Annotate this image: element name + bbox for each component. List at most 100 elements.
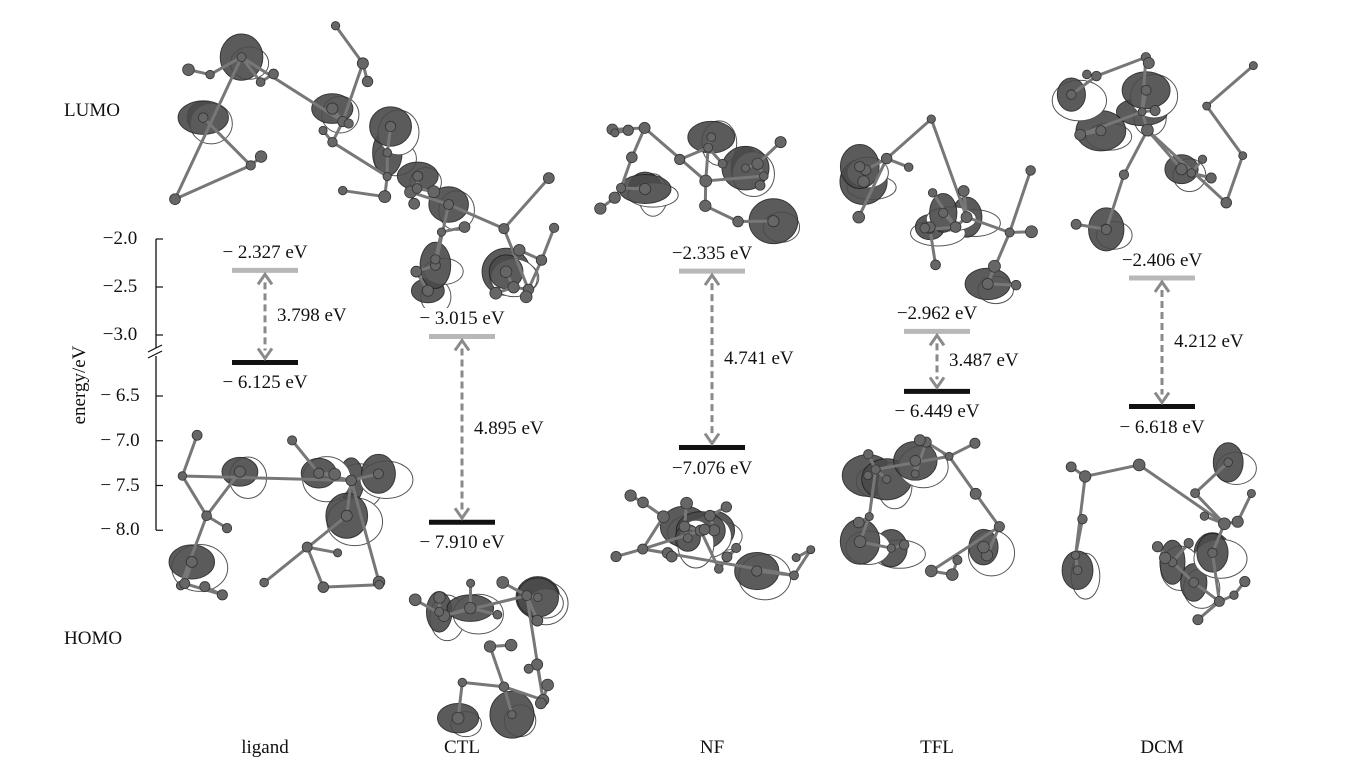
y-tick-label: − 7.5: [100, 474, 140, 496]
bond: [1194, 492, 1226, 525]
atom-icon: [1218, 517, 1231, 531]
atom-icon: [927, 188, 938, 198]
atom-icon: [287, 435, 298, 446]
bond: [334, 24, 365, 65]
bond: [929, 118, 968, 218]
atom-icon: [880, 152, 893, 165]
atom-icon: [791, 553, 801, 563]
atom-icon: [356, 57, 369, 70]
bond: [1210, 552, 1221, 602]
atom-icon: [191, 429, 203, 441]
atom-icon: [638, 122, 651, 134]
atom-icon: [1140, 84, 1152, 96]
atom-icon: [1072, 565, 1083, 576]
bond: [1104, 174, 1126, 230]
bond: [182, 474, 352, 482]
atom-icon: [534, 697, 547, 710]
atom-icon: [1142, 57, 1155, 69]
bond: [1122, 129, 1149, 176]
atom-icon: [457, 677, 468, 688]
bond: [1084, 463, 1140, 478]
y-tick-label: − 8.0: [100, 519, 140, 541]
atom-icon: [767, 215, 780, 228]
atom-icon: [373, 468, 384, 480]
bond: [857, 157, 889, 218]
y-tick-label: −2.0: [102, 228, 138, 249]
atom-icon: [960, 211, 973, 224]
atom-icon: [513, 243, 526, 257]
arrow-head-up-icon: [928, 332, 946, 347]
atom-icon: [410, 265, 423, 278]
atom-icon: [338, 185, 348, 196]
atom-icon: [1159, 551, 1172, 564]
bond: [928, 229, 938, 266]
bond: [1194, 461, 1230, 495]
atom-icon: [492, 609, 503, 620]
bond: [699, 529, 721, 570]
molecule-DCM-lumo-orbital: [1051, 52, 1258, 252]
atom-icon: [221, 523, 233, 534]
homo-energy-label: − 6.618 eV: [1119, 416, 1205, 439]
atom-icon: [1192, 614, 1204, 626]
bond: [331, 140, 388, 178]
bond: [913, 441, 928, 475]
molecule-name-label: NF: [699, 737, 725, 758]
atom-icon: [1229, 590, 1239, 600]
atom-icon: [751, 565, 763, 577]
atom-icon: [255, 77, 266, 87]
y-tick-label: −3.0: [102, 324, 138, 345]
atom-icon: [1197, 154, 1208, 164]
atom-icon: [504, 638, 518, 652]
atom-icon: [533, 592, 543, 603]
molecule-TFL-homo-orbital: [839, 434, 1016, 581]
atom-icon: [430, 254, 441, 265]
atom-icon: [1025, 225, 1038, 239]
molecule-CTL-lumo-orbital: [396, 161, 560, 315]
atom-icon: [639, 182, 652, 196]
atom-icon: [919, 222, 931, 234]
atom-icon: [498, 223, 510, 235]
atom-icon: [993, 521, 1005, 533]
atom-icon: [610, 128, 620, 138]
atom-icon: [680, 496, 693, 510]
bond: [448, 203, 505, 231]
bond: [974, 492, 1001, 528]
atom-icon: [608, 191, 621, 204]
atom-icon: [674, 153, 686, 166]
atom-icon: [1077, 513, 1088, 525]
atom-icon: [774, 136, 787, 149]
atom-icon: [731, 542, 742, 553]
atom-icon: [1202, 101, 1212, 111]
lumo-energy-label: −2.962 eV: [896, 303, 978, 326]
atom-icon: [535, 254, 548, 266]
atom-icon: [434, 606, 445, 617]
molecule-TFL-lumo-orbital: [839, 114, 1038, 305]
bond: [205, 470, 242, 517]
atom-icon: [531, 614, 544, 627]
molecule-name-label: TFL: [920, 737, 954, 758]
atom-icon: [185, 556, 198, 568]
atom-icon: [944, 451, 954, 461]
atom-icon: [205, 69, 215, 80]
atom-icon: [1071, 550, 1081, 560]
atom-icon: [1078, 470, 1092, 483]
bond: [1146, 129, 1183, 171]
atom-icon: [1004, 227, 1015, 238]
atom-icon: [1082, 69, 1092, 80]
atom-icon: [957, 185, 970, 197]
bond: [1095, 55, 1147, 78]
atom-icon: [201, 510, 212, 522]
bond: [305, 546, 325, 588]
atom-icon: [626, 151, 638, 164]
atom-icon: [903, 162, 914, 172]
atom-icon: [909, 455, 922, 467]
atom-icon: [751, 157, 764, 170]
atom-icon: [411, 183, 423, 194]
atom-icon: [720, 501, 732, 513]
atom-icon: [519, 290, 533, 304]
atom-icon: [177, 471, 188, 481]
molecule-ligand-homo-orbital: [168, 429, 414, 601]
atom-icon: [706, 132, 717, 142]
atom-icon: [870, 464, 881, 475]
